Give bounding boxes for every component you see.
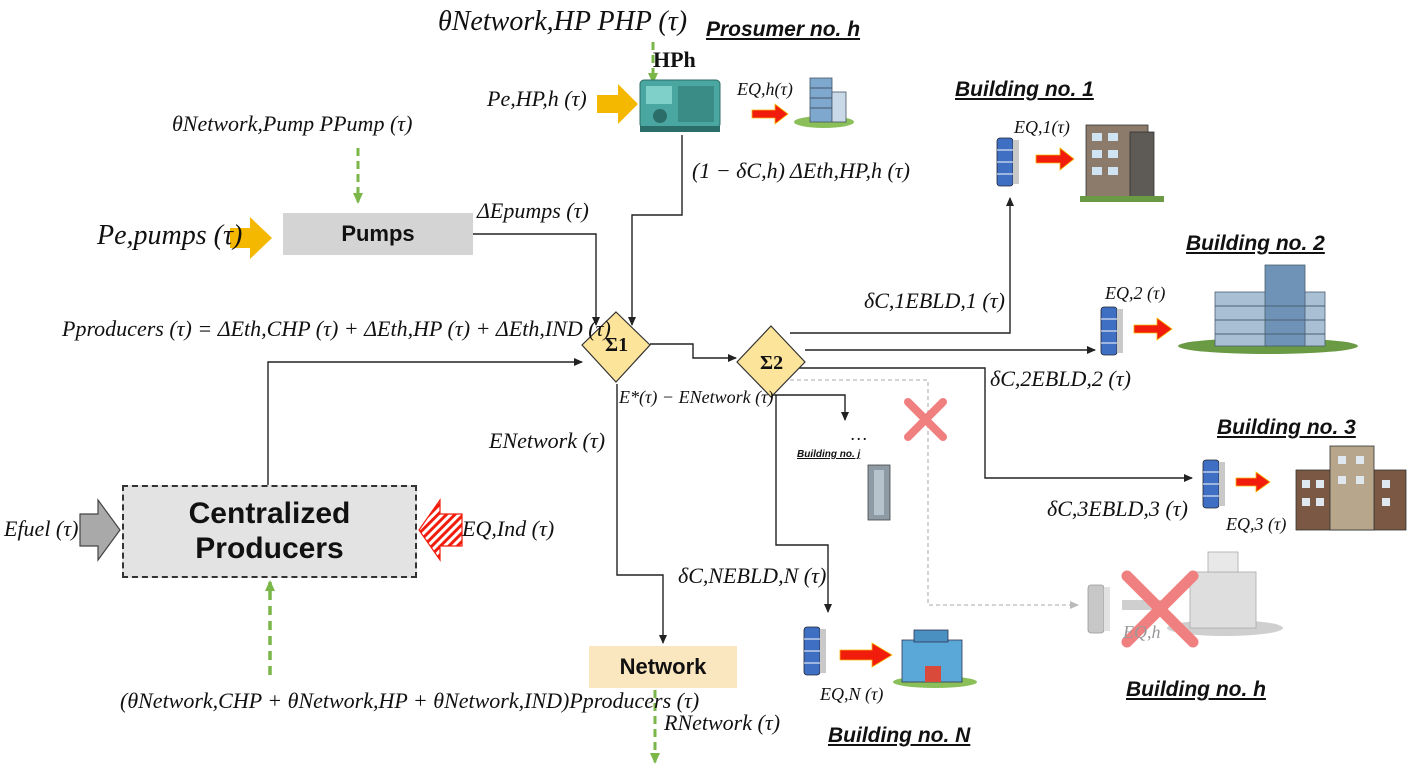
- line-pumps-to-sigma1: [473, 233, 600, 326]
- sigma2-diamond: [736, 325, 806, 398]
- e-q-h-label: EQ,h(τ): [737, 79, 793, 99]
- delta-e-pumps-label: ΔEpumps (τ): [477, 198, 589, 223]
- red-arrow-b3: [1235, 471, 1271, 493]
- red-arrow-bN: [839, 642, 893, 668]
- building-3-flow: δC,3EBLD,3 (τ): [1047, 496, 1188, 521]
- theta-sum-label: (θNetwork,CHP + θNetwork,HP + θNetwork,I…: [120, 688, 700, 713]
- building-3-eq: EQ,3 (τ): [1226, 514, 1287, 534]
- p-e-pumps-label: Pe,pumps (τ): [97, 220, 243, 251]
- p-e-hp-label: Pe,HP,h (τ): [487, 86, 587, 111]
- building-2-icon: [1178, 264, 1358, 354]
- red-arrow-hp: [751, 103, 789, 125]
- line-to-building-1: [790, 197, 1014, 334]
- building-2-title: Building no. 2: [1186, 232, 1325, 255]
- sigma2-label: Σ2: [760, 352, 784, 374]
- building-j-icon: [867, 464, 891, 521]
- orange-arrow-hp: [597, 84, 638, 124]
- building-j-title: Building no. j: [797, 449, 861, 460]
- producers-equation: Pproducers (τ) = ΔEth,CHP (τ) + ΔEth,HP …: [62, 316, 611, 341]
- sigma1-label: Σ1: [605, 334, 629, 356]
- industrial-heat-arrow: [418, 498, 463, 562]
- hp-unit-label: HPh: [653, 47, 696, 72]
- orange-arrow-pumps: [230, 217, 272, 259]
- heat-exchanger-icon: [1100, 306, 1123, 356]
- building-j-dots: …: [851, 424, 868, 444]
- theta-pump-label: θNetwork,Pump PPump (τ): [172, 111, 413, 136]
- heat-pump-icon: [639, 79, 721, 132]
- producers-line2: Producers: [195, 531, 344, 565]
- prosumer-building-icon: [794, 77, 854, 128]
- building-1-eq: EQ,1(τ): [1014, 117, 1070, 137]
- sigma1-diamond: [581, 311, 651, 383]
- fuel-label: Efuel (τ): [4, 516, 79, 541]
- building-h-icon-faded: [1167, 551, 1283, 636]
- gray-arrow-bh: [1122, 600, 1164, 610]
- line-to-building-h-dashed: [790, 379, 1079, 609]
- line-to-building-j: [770, 394, 849, 421]
- theta-hp-label: θNetwork,HP PHP (τ): [438, 6, 688, 37]
- building-3-title: Building no. 3: [1217, 416, 1356, 439]
- building-N-eq: EQ,N (τ): [820, 684, 884, 704]
- producers-line1: Centralized: [188, 497, 351, 530]
- line-hp-to-sigma1: [628, 135, 683, 326]
- line-to-building-N: [775, 395, 832, 613]
- heat-exchanger-icon: [803, 626, 826, 676]
- building-h-eq: EQ,h: [1123, 622, 1161, 642]
- building-N-icon: [893, 629, 977, 688]
- centralized-producers-box: Centralized Producers: [122, 485, 417, 578]
- r-network-label: RNetwork (τ): [664, 710, 781, 735]
- building-3-icon: [1295, 445, 1407, 531]
- fuel-arrow: [79, 498, 121, 562]
- red-arrow-b1: [1035, 147, 1075, 171]
- line-sigma1-to-sigma2: [650, 343, 737, 362]
- prosumer-title: Prosumer no. h: [706, 18, 861, 41]
- heat-exchanger-icon: [996, 137, 1019, 187]
- building-2-eq: EQ,2 (τ): [1105, 283, 1166, 303]
- building-1-icon: [1080, 124, 1164, 202]
- building-1-flow: δC,1EBLD,1 (τ): [864, 288, 1005, 313]
- building-N-title: Building no. N: [828, 724, 971, 747]
- red-arrow-b2: [1133, 317, 1173, 341]
- e-network-label: ENetwork (τ): [489, 428, 606, 453]
- heat-exchanger-icon-faded: [1087, 584, 1110, 634]
- hp-feed-label: (1 − δC,h) ΔEth,HP,h (τ): [692, 158, 910, 183]
- line-to-building-3: [795, 367, 1193, 482]
- cross-icon: [1121, 570, 1199, 648]
- building-h-title: Building no. h: [1126, 678, 1266, 701]
- building-2-flow: δC,2EBLD,2 (τ): [990, 366, 1131, 391]
- heat-exchanger-icon: [1202, 459, 1225, 509]
- building-1-title: Building no. 1: [955, 78, 1094, 101]
- cross-icon: [904, 398, 947, 441]
- pumps-box: Pumps: [283, 213, 473, 255]
- building-N-flow: δC,NEBLD,N (τ): [678, 563, 827, 588]
- residual-energy-label: E*(τ) − ENetwork (τ): [619, 387, 774, 407]
- network-box: Network: [589, 646, 737, 688]
- line-sigma1-to-network: [616, 384, 667, 644]
- e-q-ind-label: EQ,Ind (τ): [462, 516, 555, 541]
- line-producers-to-sigma1: [267, 358, 583, 485]
